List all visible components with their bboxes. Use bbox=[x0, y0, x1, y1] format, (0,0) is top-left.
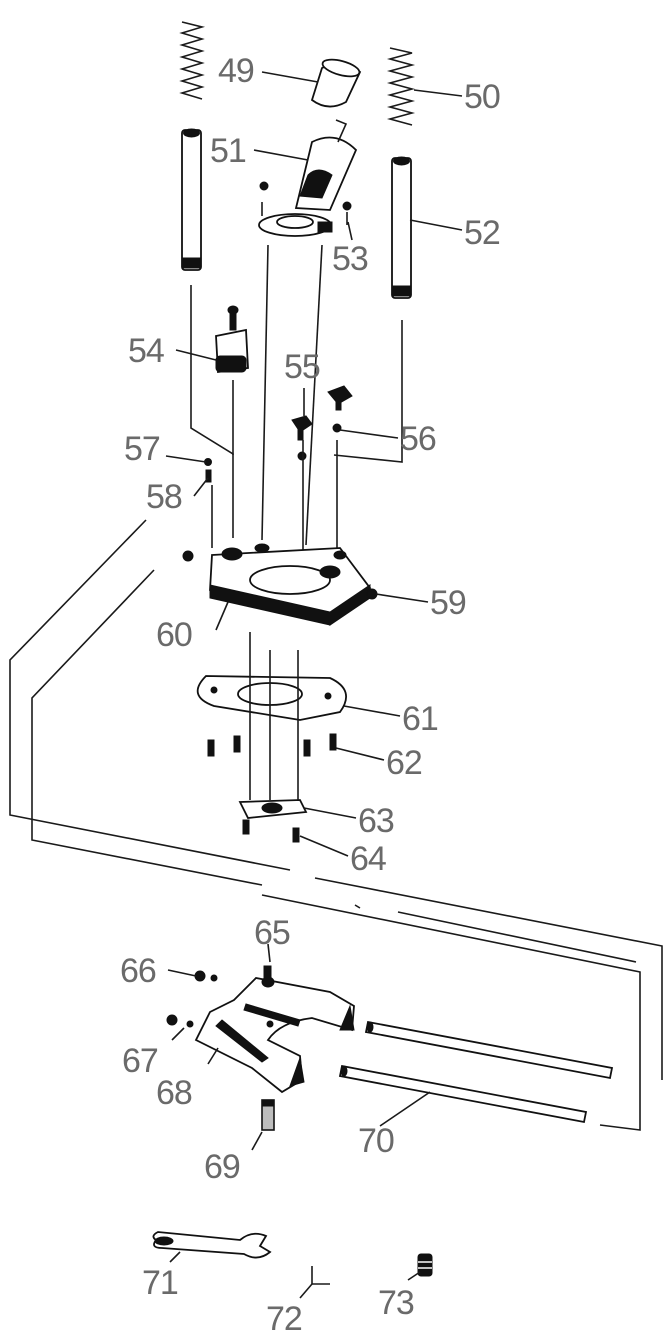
assembly-lines-upper bbox=[190, 119, 403, 560]
label-56: 56 bbox=[400, 420, 436, 458]
label-62: 62 bbox=[386, 744, 422, 782]
label-50: 50 bbox=[464, 78, 500, 116]
right-rod-52 bbox=[391, 156, 412, 299]
label-68: 68 bbox=[156, 1074, 192, 1112]
sleeve-49 bbox=[310, 58, 362, 108]
left-rod bbox=[181, 128, 202, 271]
clamp-54 bbox=[215, 305, 249, 374]
stud-69 bbox=[261, 1099, 275, 1131]
base-60 bbox=[182, 543, 378, 626]
screws-64 bbox=[242, 819, 300, 843]
label-72: 72 bbox=[266, 1300, 302, 1338]
label-61: 61 bbox=[402, 700, 438, 738]
collet-73 bbox=[417, 1253, 433, 1277]
label-55: 55 bbox=[284, 348, 320, 386]
label-71: 71 bbox=[142, 1264, 178, 1302]
knob-56 bbox=[327, 385, 353, 433]
leader-lines bbox=[165, 71, 463, 1299]
label-58: 58 bbox=[146, 478, 182, 516]
screws-62 bbox=[207, 733, 337, 757]
label-57: 57 bbox=[124, 430, 160, 468]
label-53: 53 bbox=[332, 240, 368, 278]
label-66: 66 bbox=[120, 952, 156, 990]
knob-55 bbox=[291, 415, 313, 461]
left-spring bbox=[179, 21, 206, 100]
sub-base-61 bbox=[196, 675, 347, 721]
label-67: 67 bbox=[122, 1042, 158, 1080]
right-spring-50 bbox=[386, 47, 416, 126]
pin-57-58 bbox=[204, 458, 212, 483]
screw-dot bbox=[259, 181, 269, 191]
label-60: 60 bbox=[156, 616, 192, 654]
label-70: 70 bbox=[358, 1122, 394, 1160]
label-49: 49 bbox=[218, 52, 254, 90]
dust-port-51 bbox=[258, 136, 358, 237]
guide-rods-70 bbox=[338, 1020, 614, 1124]
guide-base-68 bbox=[194, 965, 355, 1094]
screw-dot bbox=[342, 201, 352, 211]
wrench-71 bbox=[152, 1231, 272, 1259]
allen-key-72 bbox=[311, 1266, 330, 1285]
label-73: 73 bbox=[378, 1284, 414, 1322]
label-64: 64 bbox=[350, 840, 386, 878]
bracket-63 bbox=[238, 799, 308, 819]
part-labels: 49 50 51 52 53 54 55 56 57 58 59 60 61 6… bbox=[120, 52, 501, 1338]
label-52: 52 bbox=[464, 214, 500, 252]
label-65: 65 bbox=[254, 914, 290, 952]
label-69: 69 bbox=[204, 1148, 240, 1186]
assembly-lines-middle bbox=[9, 519, 663, 1131]
label-51: 51 bbox=[210, 132, 246, 170]
label-63: 63 bbox=[358, 802, 394, 840]
label-59: 59 bbox=[430, 584, 466, 622]
label-54: 54 bbox=[128, 332, 164, 370]
